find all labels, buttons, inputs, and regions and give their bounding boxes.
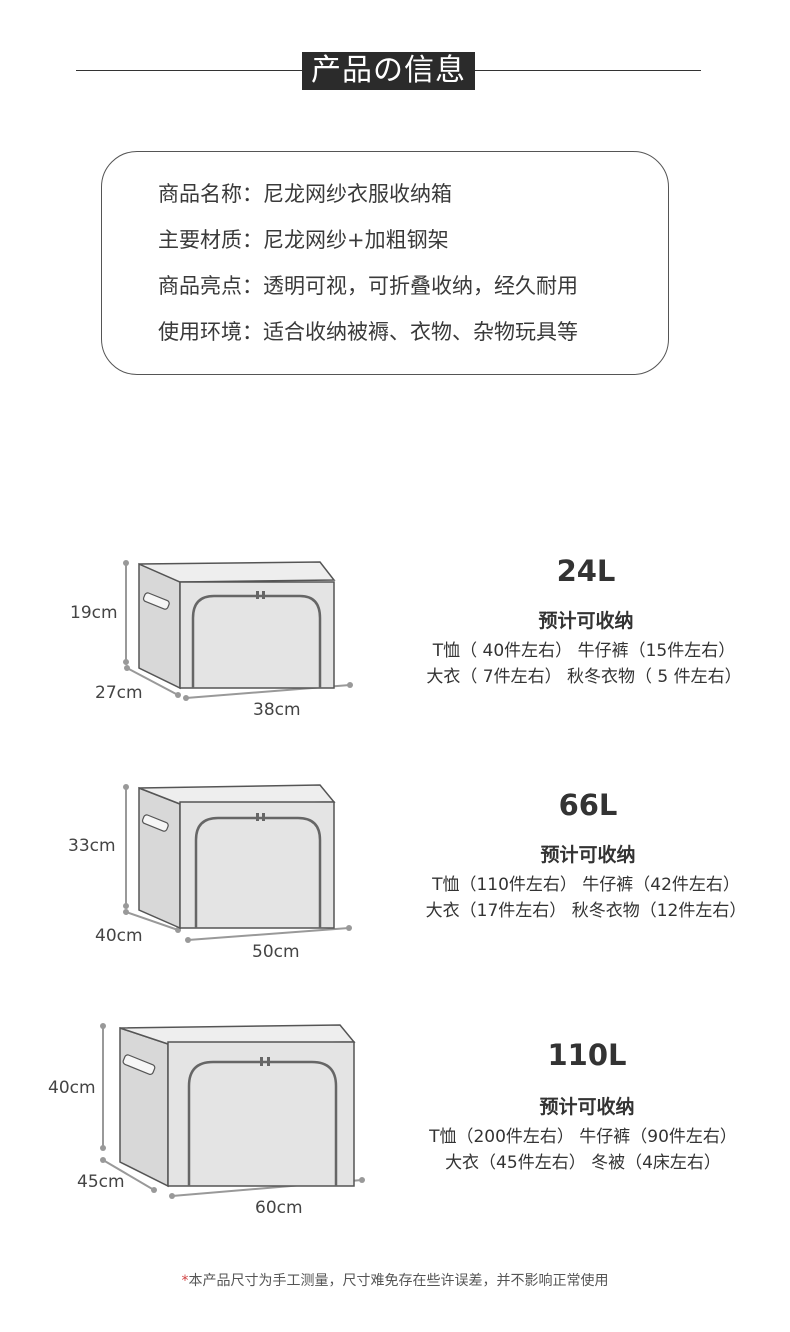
height-label: 33cm — [68, 836, 116, 856]
info-label: 使用环境： — [158, 320, 263, 344]
height-label: 19cm — [70, 603, 118, 623]
title-rule-right — [475, 70, 701, 71]
capacity-subtitle: 预计可收纳 — [538, 610, 634, 632]
width-label: 60cm — [255, 1198, 303, 1218]
depth-label: 27cm — [95, 683, 143, 703]
info-value: 尼龙网纱+加粗钢架 — [263, 228, 449, 252]
footnote-text: 本产品尺寸为手工测量，尺寸难免存在些许误差，并不影响正常使用 — [188, 1273, 609, 1289]
info-value: 透明可视，可折叠收纳，经久耐用 — [263, 274, 578, 298]
info-row-highlights: 商品亮点：透明可视，可折叠收纳，经久耐用 — [158, 270, 578, 300]
capacity-line-2: 大衣（17件左右） 秋冬衣物（12件左右） — [425, 901, 747, 921]
storage-box-icon — [123, 560, 353, 701]
capacity-subtitle: 预计可收纳 — [540, 844, 636, 866]
title-rule-left — [76, 70, 302, 71]
capacity-line-1: T恤（110件左右） 牛仔裤（42件左右） — [432, 875, 740, 895]
depth-label: 45cm — [77, 1172, 125, 1192]
info-row-name: 商品名称：尼龙网纱衣服收纳箱 — [158, 178, 452, 208]
info-label: 主要材质： — [158, 228, 263, 252]
capacity-label: 66L — [558, 788, 618, 822]
product-66l: 33cm 40cm 50cm 66L 预计可收纳 T恤（110件左右） 牛仔裤（… — [0, 776, 790, 976]
storage-box-icon — [123, 784, 352, 943]
info-label: 商品亮点： — [158, 274, 263, 298]
capacity-label: 110L — [547, 1038, 627, 1072]
info-value: 尼龙网纱衣服收纳箱 — [263, 182, 452, 206]
section-title: 产品の信息 — [302, 52, 475, 90]
width-label: 50cm — [252, 942, 300, 962]
measurement-disclaimer: *本产品尺寸为手工测量，尺寸难免存在些许误差，并不影响正常使用 — [0, 1270, 790, 1290]
info-row-material: 主要材质：尼龙网纱+加粗钢架 — [158, 224, 449, 254]
capacity-line-2: 大衣（45件左右） 冬被（4床左右） — [445, 1153, 721, 1173]
width-label: 38cm — [253, 700, 301, 720]
height-label: 40cm — [48, 1078, 96, 1098]
product-110l: 40cm 45cm 60cm 110L 预计可收纳 T恤（200件左右） 牛仔裤… — [0, 1012, 790, 1232]
footnote-star: * — [181, 1273, 189, 1289]
storage-box-icon — [100, 1023, 365, 1199]
capacity-label: 24L — [556, 554, 616, 588]
product-info-panel: 商品名称：尼龙网纱衣服收纳箱 主要材质：尼龙网纱+加粗钢架 商品亮点：透明可视，… — [101, 151, 669, 375]
capacity-line-1: T恤（200件左右） 牛仔裤（90件左右） — [429, 1127, 737, 1147]
info-row-usage: 使用环境：适合收纳被褥、衣物、杂物玩具等 — [158, 316, 578, 346]
info-value: 适合收纳被褥、衣物、杂物玩具等 — [263, 320, 578, 344]
info-label: 商品名称： — [158, 182, 263, 206]
capacity-line-2: 大衣（ 7件左右） 秋冬衣物（ 5 件左右） — [426, 667, 742, 687]
capacity-line-1: T恤（ 40件左右） 牛仔裤（15件左右） — [432, 641, 736, 661]
depth-label: 40cm — [95, 926, 143, 946]
product-24l: 19cm 27cm 38cm 24L 预计可收纳 T恤（ 40件左右） 牛仔裤（… — [0, 540, 790, 740]
capacity-subtitle: 预计可收纳 — [539, 1096, 635, 1118]
